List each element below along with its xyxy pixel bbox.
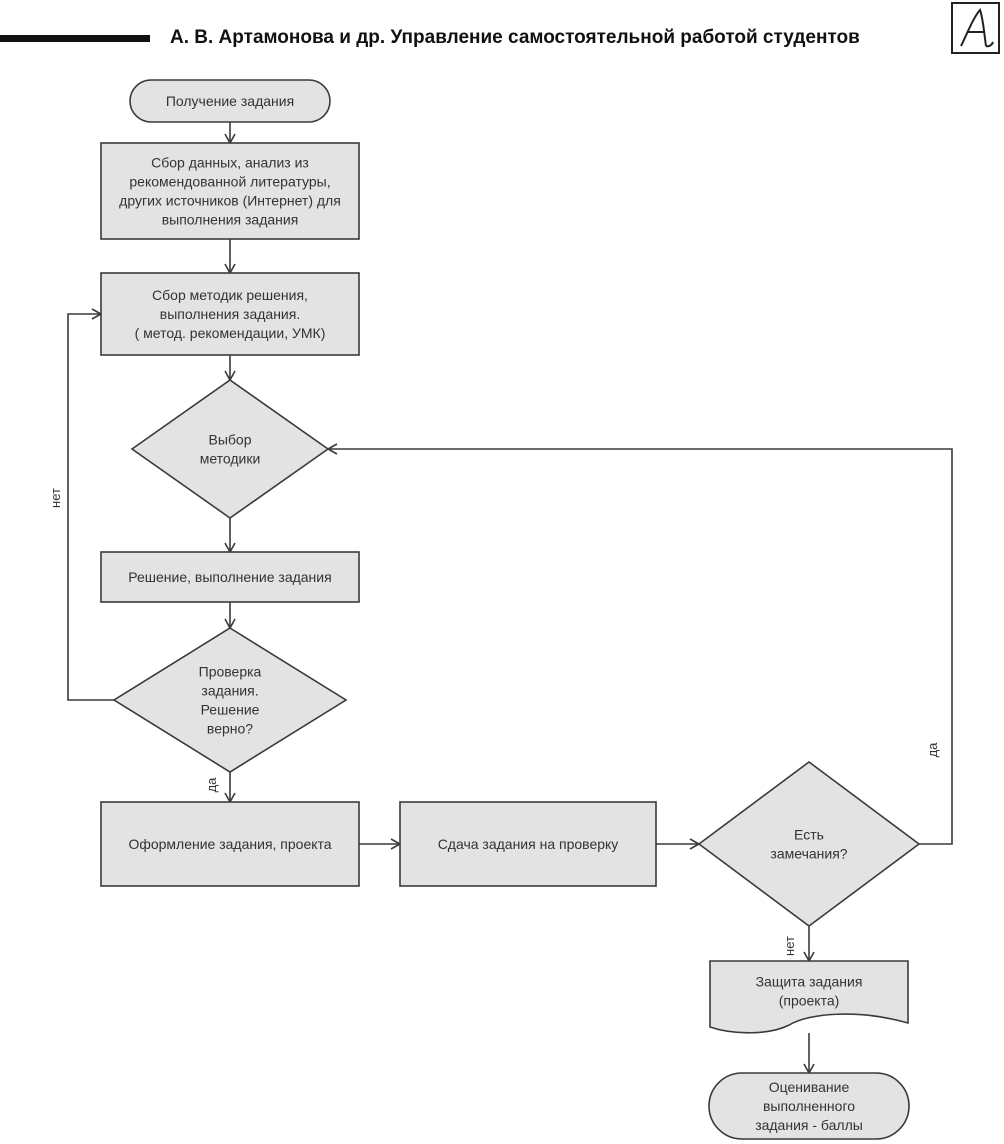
journal-logo [951, 2, 1000, 54]
node-label-line: Оформление задания, проекта [128, 836, 331, 852]
node-label-line: выполненного [763, 1098, 855, 1114]
edge-label-check-to-collect_methods: нет [48, 488, 63, 508]
header-rule [0, 35, 150, 42]
node-label: Сбор методик решения, выполнения задания.… [135, 287, 326, 341]
node-label-line: Сбор методик решения, [152, 287, 308, 303]
node-label: Защита задания (проекта) [756, 974, 863, 1009]
edge-check-to-collect_methods [67, 308, 114, 701]
node-label-line: Есть [794, 827, 824, 843]
node-label-line: (проекта) [779, 993, 840, 1009]
node-format: Оформление задания, проекта [100, 801, 360, 887]
node-label: Получение задания [166, 93, 294, 109]
edge-label-remarks-to-defense: нет [782, 936, 797, 956]
node-label: Выбор методики [200, 432, 261, 467]
node-shape [112, 627, 348, 773]
node-solve: Решение, выполнение задания [100, 551, 360, 603]
node-shape [100, 142, 360, 240]
node-label-line: Проверка [199, 664, 262, 680]
edge-label-remarks-to-choose_method: да [925, 742, 940, 758]
node-label: Решение, выполнение задания [128, 569, 331, 585]
node-label: Сдача задания на проверку [438, 836, 619, 852]
running-header-title: А. В. Артамонова и др. Управление самост… [170, 27, 860, 48]
node-label-line: Сбор данных, анализ из [151, 155, 309, 171]
node-label-line: Решение [201, 702, 260, 718]
node-label-line: Решение, выполнение задания [128, 569, 331, 585]
node-label-line: замечания? [770, 846, 847, 862]
node-label-line: методики [200, 451, 261, 467]
node-label-line: Выбор [209, 432, 252, 448]
node-label-line: задания. [201, 683, 258, 699]
node-label-line: выполнения задания [162, 212, 299, 228]
node-label-line: верно? [207, 721, 253, 737]
node-shape [709, 960, 909, 1034]
node-shape [100, 801, 360, 887]
node-label-line: Оценивание [769, 1079, 850, 1095]
node-collect_data: Сбор данных, анализ из рекомендованной ли… [100, 142, 360, 240]
node-label-line: Защита задания [756, 974, 863, 990]
node-shape [100, 551, 360, 603]
node-label: Сбор данных, анализ из рекомендованной ли… [119, 155, 341, 228]
node-label: Оформление задания, проекта [128, 836, 331, 852]
edge-labels: нет да да нет [48, 488, 940, 956]
node-label: Есть замечания? [770, 827, 847, 862]
node-remarks: Есть замечания? [697, 761, 921, 927]
node-shape [100, 272, 360, 356]
node-shape [129, 79, 331, 123]
node-check: Проверка задания. Решение верно? [112, 627, 348, 773]
node-label-line: Сдача задания на проверку [438, 836, 619, 852]
node-label-line: рекомендованной литературы, [129, 174, 330, 190]
node-choose_method: Выбор методики [130, 379, 330, 519]
edges [67, 122, 953, 1075]
node-grading: Оценивание выполненного задания - баллы [708, 1072, 910, 1140]
edge-remarks-to-choose_method [326, 443, 953, 845]
node-label-line: Получение задания [166, 93, 294, 109]
node-label-line: ( метод. рекомендации, УМК) [135, 325, 326, 341]
node-label-line: других источников (Интернет) для [119, 193, 341, 209]
node-shape [697, 761, 921, 927]
node-shape [130, 379, 330, 519]
node-start: Получение задания [129, 79, 331, 123]
node-defense: Защита задания (проекта) [709, 960, 909, 1034]
node-label-line: выполнения задания. [160, 306, 300, 322]
node-label: Проверка задания. Решение верно? [199, 664, 262, 737]
node-shape [708, 1072, 910, 1140]
node-label: Оценивание выполненного задания - баллы [755, 1079, 863, 1133]
journal-logo-glyph [960, 8, 994, 48]
node-collect_methods: Сбор методик решения, выполнения задания.… [100, 272, 360, 356]
node-submit: Сдача задания на проверку [399, 801, 657, 887]
edge-label-check-to-format: да [204, 777, 219, 793]
node-label-line: задания - баллы [755, 1117, 863, 1133]
node-shape [399, 801, 657, 887]
